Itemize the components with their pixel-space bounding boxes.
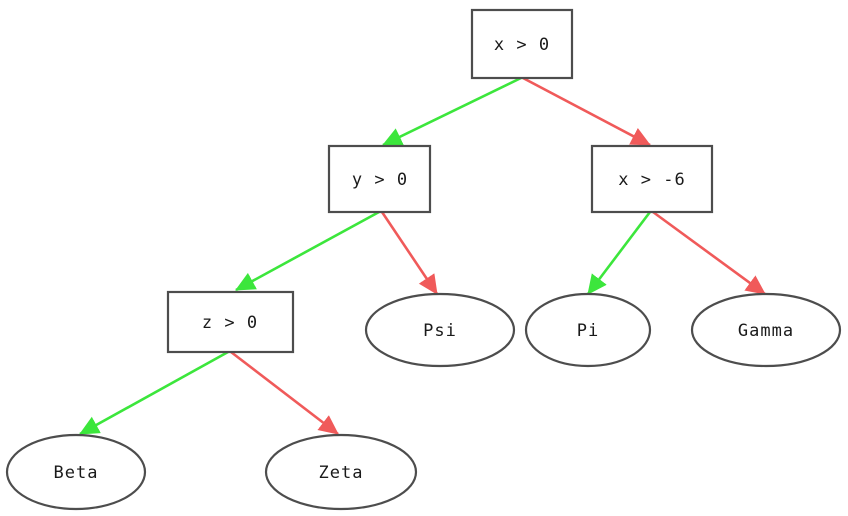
node-right-decision-label: x > -6 [618,170,685,190]
node-leaf-zeta[interactable]: Zeta [264,433,418,511]
node-leaf-psi-shape [364,292,516,368]
edge-left-decision-to-z-decision-true [235,210,380,292]
edge-z-decision-to-beta-true [79,350,229,436]
edge-group [79,76,766,436]
edge-root-to-right-decision-false [522,76,651,147]
node-root-shape [470,8,574,80]
node-leaf-gamma-shape [690,292,842,368]
node-right-decision[interactable]: x > -6 [590,144,714,214]
node-root-label: x > 0 [494,35,550,55]
node-leaf-pi-shape [524,292,652,368]
node-leaf-psi[interactable]: Psi [364,292,516,368]
edge-left-decision-to-psi-false [380,211,439,295]
node-leaf-beta-shape [5,433,147,511]
node-leaf-beta[interactable]: Beta [5,433,147,511]
node-left-decision-label: y > 0 [352,170,408,190]
node-leaf-beta-label: Beta [54,463,99,483]
node-leaf-pi-label: Pi [577,321,599,341]
node-z-decision[interactable]: z > 0 [166,290,295,354]
edge-right-decision-to-gamma-false [652,210,766,296]
node-root[interactable]: x > 0 [470,8,574,80]
node-leaf-gamma[interactable]: Gamma [690,292,842,368]
node-left-decision-shape [327,144,432,214]
node-leaf-gamma-label: Gamma [738,321,794,341]
edge-right-decision-to-pi-true [586,211,652,295]
edge-root-to-left-decision-true [382,76,522,147]
node-leaf-psi-label: Psi [423,321,457,341]
edge-z-decision-to-zeta-false [230,350,339,436]
node-leaf-zeta-label: Zeta [319,463,364,483]
node-z-decision-shape [166,290,295,354]
node-left-decision[interactable]: y > 0 [327,144,432,214]
node-leaf-zeta-shape [264,433,418,511]
node-leaf-pi[interactable]: Pi [524,292,652,368]
node-right-decision-shape [590,144,714,214]
node-z-decision-label: z > 0 [202,313,258,333]
